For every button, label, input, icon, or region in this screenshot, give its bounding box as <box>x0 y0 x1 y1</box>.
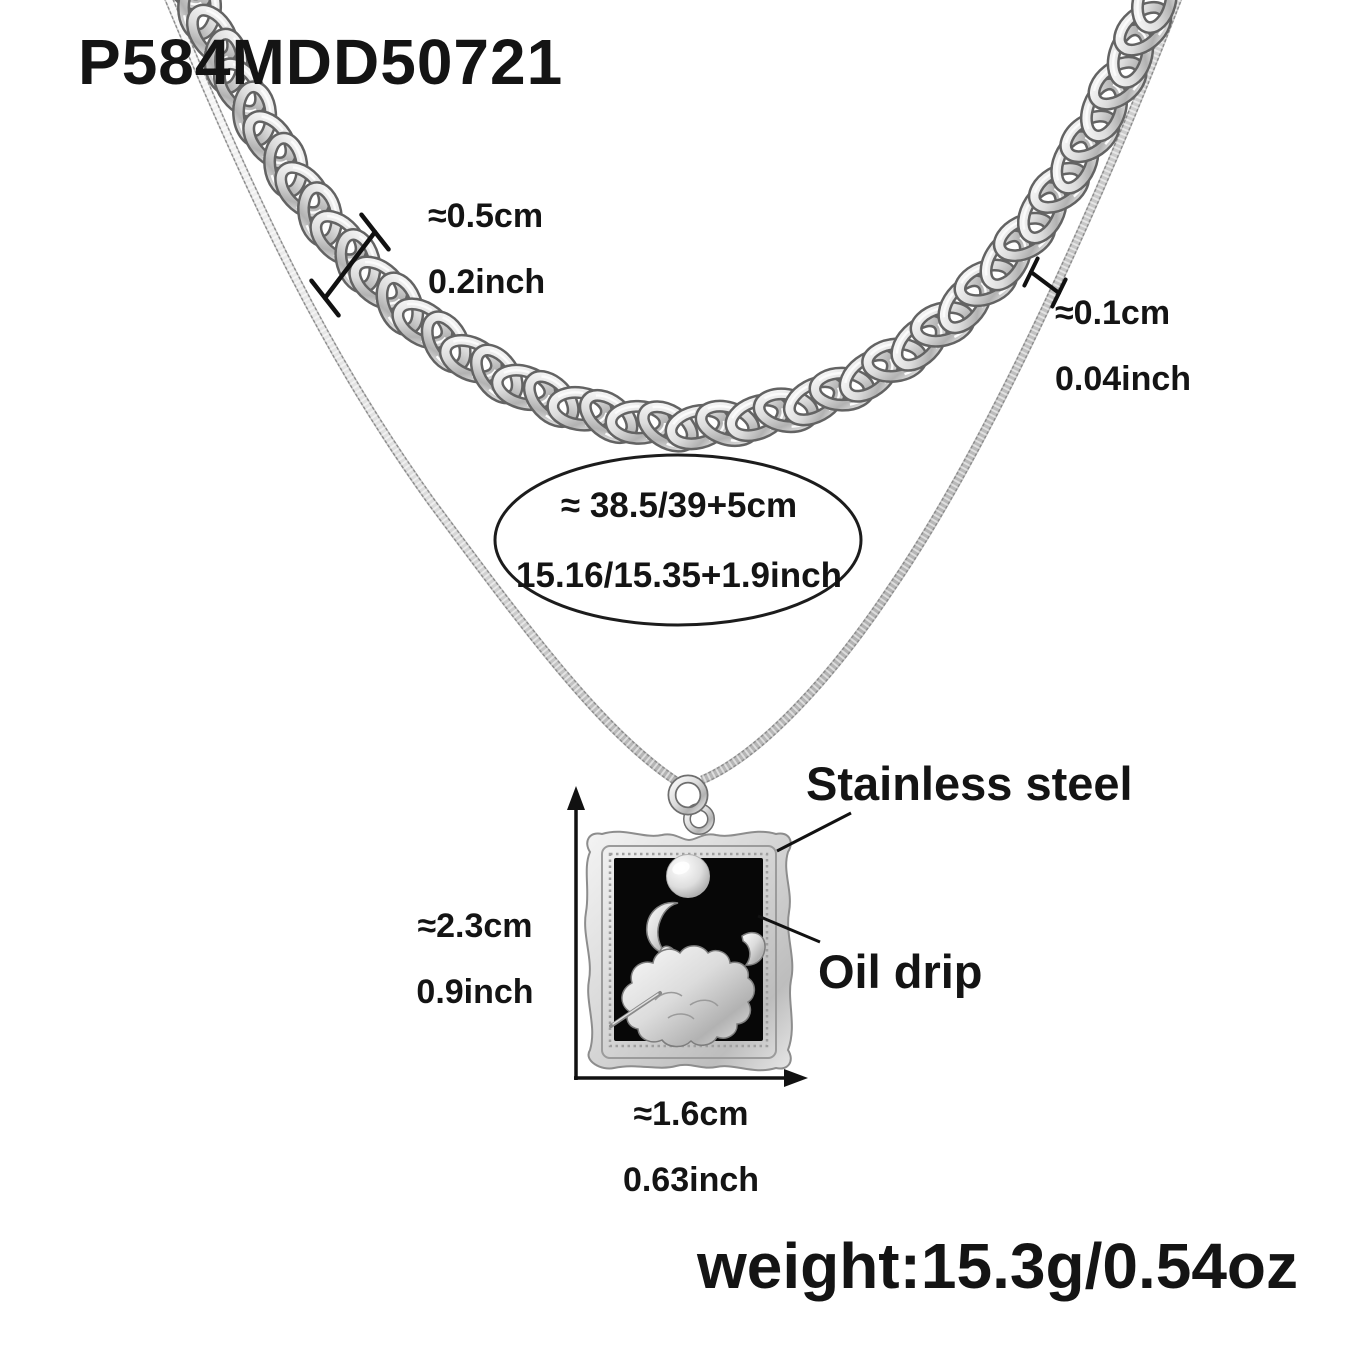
thin-chain-width-label: ≈0.1cm 0.04inch <box>1055 294 1192 398</box>
necklace-length-metric: ≈ 38.5/39+5cm <box>560 486 798 525</box>
pendant-height-arrow <box>567 786 585 1080</box>
pendant-illustration <box>584 774 794 1072</box>
thickness-tick-thick-chain <box>309 212 391 318</box>
pendant-height-metric: ≈2.3cm <box>417 907 533 945</box>
curb-chain-illustration <box>160 0 1178 453</box>
thickness-tick-thin-chain <box>1022 256 1068 309</box>
moon-figure-relief <box>609 901 766 1048</box>
necklace-length-label: ≈ 38.5/39+5cm 15.16/15.35+1.9inch <box>495 488 863 593</box>
pendant-width-arrow <box>574 1069 808 1087</box>
frame-inner-line <box>601 845 777 1059</box>
pendant-height-label: ≈2.3cm 0.9inch <box>402 907 548 1011</box>
pendant-height-imperial: 0.9inch <box>416 973 534 1011</box>
material-label: Stainless steel <box>806 757 1133 810</box>
thick-chain-width-metric: ≈0.5cm <box>428 197 544 235</box>
pendant-width-imperial: 0.63inch <box>622 1161 760 1199</box>
bail-ring-upper <box>667 774 709 816</box>
thin-chain-width-metric: ≈0.1cm <box>1055 294 1171 332</box>
weight-label: weight:15.3g/0.54oz <box>696 1230 1298 1302</box>
thick-chain-width-imperial: 0.2inch <box>428 263 546 301</box>
product-code-title: P584MDD50721 <box>78 26 564 98</box>
length-ellipse <box>493 453 863 627</box>
frame-bead-border <box>608 852 769 1048</box>
finish-label: Oil drip <box>818 945 983 998</box>
thin-chain-width-imperial: 0.04inch <box>1055 360 1192 398</box>
snake-chain-illustration <box>164 0 1183 785</box>
material-leader-line <box>776 811 852 853</box>
finish-leader-line <box>757 914 821 944</box>
thick-chain-width-label: ≈0.5cm 0.2inch <box>428 197 546 301</box>
necklace-length-imperial: 15.16/15.35+1.9inch <box>516 556 842 595</box>
moon-ball <box>666 854 710 898</box>
pendant-width-label: ≈1.6cm 0.63inch <box>608 1095 774 1199</box>
pendant-width-metric: ≈1.6cm <box>633 1095 749 1133</box>
